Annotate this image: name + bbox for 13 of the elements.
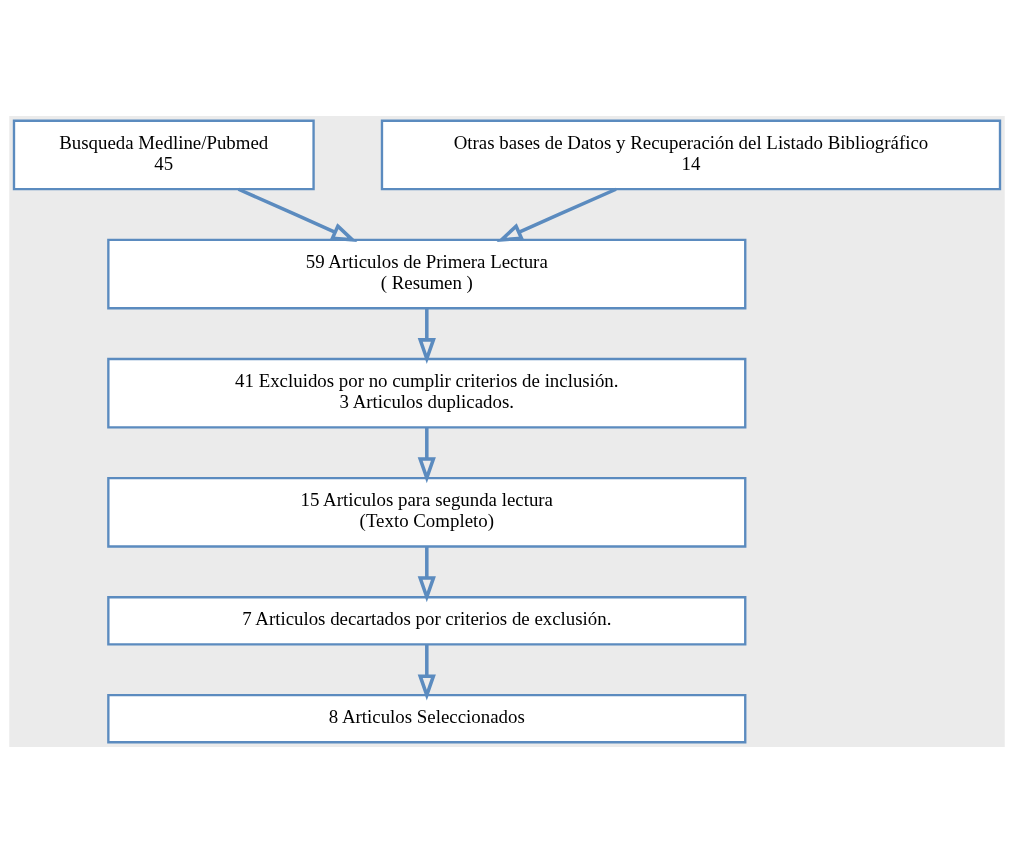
arrow [237,187,357,242]
arrow [417,427,436,484]
node-box: Otras bases de Datos y Recuperación del Listado Bibliográfico 14 [380,119,1001,191]
node-box: 41 Excluidos por no cumplir criterios de inclusión. 3 Articulos duplicados. [106,357,746,429]
node-box: 8 Articulos Seleccionados [106,693,746,744]
arrow [417,547,436,603]
node-box: Busqueda Medline/Pubmed 45 [12,119,315,191]
node-box: 59 Articulos de Primera Lectura ( Resumen ) [106,238,746,310]
node-box: 7 Articulos decartados por criterios de exclusión. [106,596,746,646]
arrow [496,187,617,242]
node-box: 15 Articulos para segunda lectura (Texto Completo) [106,476,746,548]
arrow [417,644,436,701]
arrow [417,308,436,365]
